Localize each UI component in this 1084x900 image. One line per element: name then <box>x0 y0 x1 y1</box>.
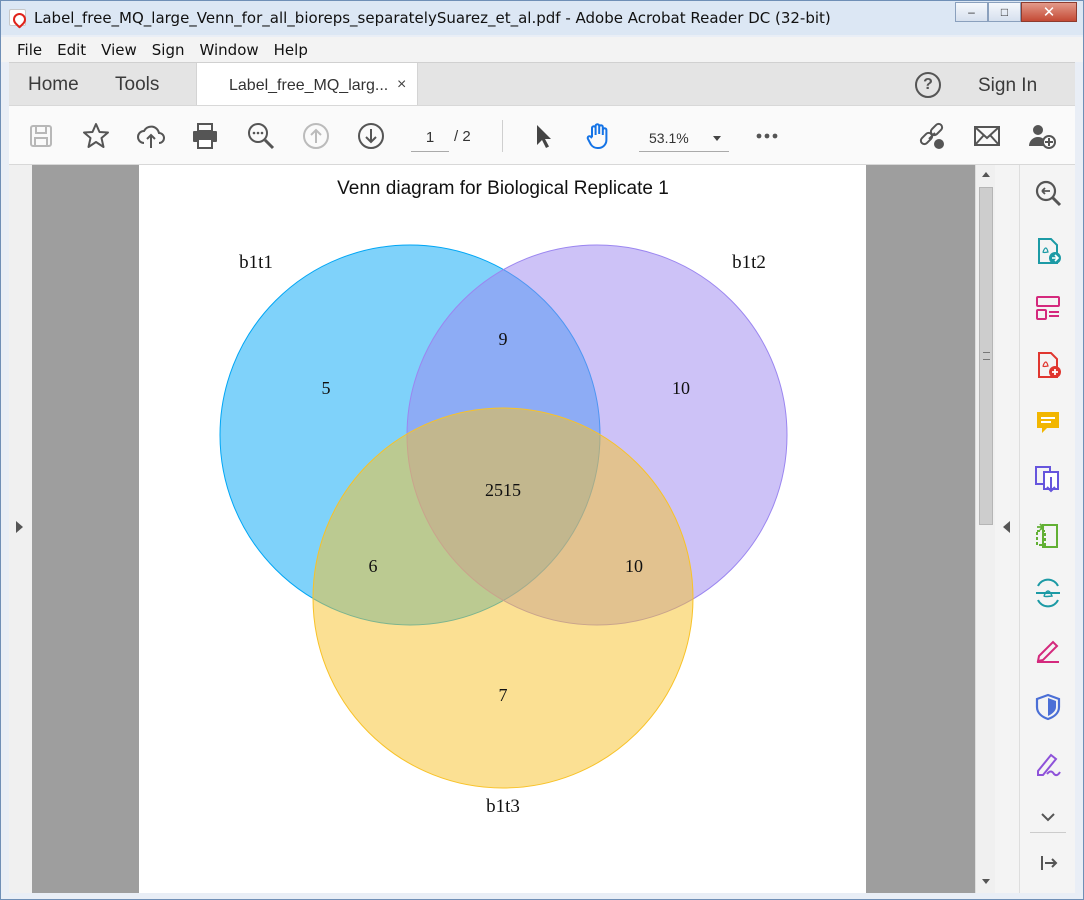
right-panel-toggle[interactable] <box>995 165 1019 893</box>
tools-pane-divider <box>1030 832 1066 833</box>
toolbar-divider <box>502 120 503 152</box>
add-user-icon[interactable] <box>1026 120 1058 152</box>
venn-region-b1t1-only: 5 <box>322 378 331 398</box>
toolbar: 1 / 2 53.1% <box>9 105 1075 165</box>
create-pdf-icon[interactable] <box>1032 349 1064 381</box>
acrobat-app-icon <box>9 9 26 26</box>
close-button[interactable]: ✕ <box>1021 2 1077 22</box>
tab-document[interactable]: Label_free_MQ_larg... × <box>196 63 418 106</box>
scroll-up-icon[interactable] <box>982 172 990 177</box>
save-icon[interactable] <box>25 120 57 152</box>
close-tab-icon[interactable]: × <box>397 76 407 93</box>
venn-region-b1t1-b1t3: 6 <box>369 556 378 576</box>
scroll-down-icon[interactable] <box>982 879 990 884</box>
organize-pages-icon[interactable] <box>1032 292 1064 324</box>
venn-set-label-b1t1: b1t1 <box>239 252 273 273</box>
combine-files-icon[interactable] <box>1032 463 1064 495</box>
venn-set-label-b1t3: b1t3 <box>486 796 520 817</box>
help-icon[interactable]: ? <box>915 72 941 98</box>
menu-file[interactable]: File <box>17 40 43 59</box>
venn-set-label-b1t2: b1t2 <box>732 252 766 273</box>
chevron-down-icon[interactable] <box>1032 801 1064 833</box>
document-tab-label: Label_free_MQ_larg... <box>229 77 389 94</box>
fill-sign-icon[interactable] <box>1032 634 1064 666</box>
zoom-dropdown[interactable]: 53.1% <box>639 124 729 152</box>
venn-set-circle-b1t3 <box>312 407 694 789</box>
menu-view[interactable]: View <box>101 40 137 59</box>
page-down-icon[interactable] <box>355 120 387 152</box>
minimize-button[interactable]: – <box>955 2 988 22</box>
print-icon[interactable] <box>189 120 221 152</box>
collapse-right-icon <box>1003 521 1010 533</box>
compress-icon[interactable] <box>1032 520 1064 552</box>
vertical-scrollbar[interactable] <box>975 165 995 893</box>
maximize-button[interactable]: □ <box>988 2 1021 22</box>
edit-sign-icon[interactable] <box>1032 748 1064 780</box>
zoom-value: 53.1% <box>649 130 689 146</box>
page-number-input[interactable]: 1 <box>411 124 449 152</box>
hand-tool-icon[interactable] <box>582 120 614 152</box>
tools-pane <box>1019 165 1075 893</box>
share-link-icon[interactable] <box>916 120 948 152</box>
scan-icon[interactable] <box>1032 577 1064 609</box>
venn-title: Venn diagram for Biological Replicate 1 <box>337 178 669 199</box>
chevron-down-icon <box>713 136 721 141</box>
window-title: Label_free_MQ_large_Venn_for_all_bioreps… <box>34 9 831 27</box>
export-pdf-icon[interactable] <box>1032 235 1064 267</box>
cloud-upload-icon[interactable] <box>135 120 167 152</box>
window-controls: – □ ✕ <box>955 2 1077 22</box>
venn-region-b1t1-b1t2: 9 <box>499 329 508 349</box>
zoom-out-icon[interactable] <box>245 120 277 152</box>
comment-icon[interactable] <box>1032 406 1064 438</box>
exit-panel-icon[interactable] <box>1032 847 1064 879</box>
tab-home[interactable]: Home <box>28 74 79 95</box>
search-zoom-icon[interactable] <box>1032 177 1064 209</box>
page-up-icon[interactable] <box>300 120 332 152</box>
venn-diagram: Venn diagram for Biological Replicate 1 … <box>219 178 788 817</box>
scrollbar-thumb[interactable] <box>979 187 993 525</box>
expand-left-icon <box>16 521 23 533</box>
pdf-page: Venn diagram for Biological Replicate 1 … <box>139 165 866 893</box>
venn-region-b1t2-b1t3: 10 <box>625 556 643 576</box>
venn-region-b1t2-only: 10 <box>672 378 690 398</box>
menu-sign[interactable]: Sign <box>151 40 185 59</box>
tab-tools[interactable]: Tools <box>115 74 160 95</box>
left-panel-toggle[interactable] <box>9 165 32 893</box>
star-icon[interactable] <box>80 120 112 152</box>
protect-icon[interactable] <box>1032 691 1064 723</box>
title-bar: Label_free_MQ_large_Venn_for_all_bioreps… <box>1 1 1083 35</box>
scrollbar-grip <box>983 352 990 360</box>
menu-bar: File Edit View Sign Window Help <box>1 37 1083 62</box>
menu-help[interactable]: Help <box>273 40 308 59</box>
page-total: / 2 <box>454 128 471 145</box>
more-icon[interactable] <box>751 120 783 152</box>
tab-bar: Home Tools Label_free_MQ_larg... × ? Sig… <box>9 62 1075 106</box>
venn-region-b1t3-only: 7 <box>499 685 508 705</box>
venn-region-all: 2515 <box>485 480 521 500</box>
select-cursor-icon[interactable] <box>527 120 559 152</box>
menu-window[interactable]: Window <box>199 40 259 59</box>
menu-edit[interactable]: Edit <box>57 40 87 59</box>
document-area[interactable]: Venn diagram for Biological Replicate 1 … <box>9 165 975 893</box>
email-icon[interactable] <box>971 120 1003 152</box>
sign-in-button[interactable]: Sign In <box>978 75 1038 96</box>
